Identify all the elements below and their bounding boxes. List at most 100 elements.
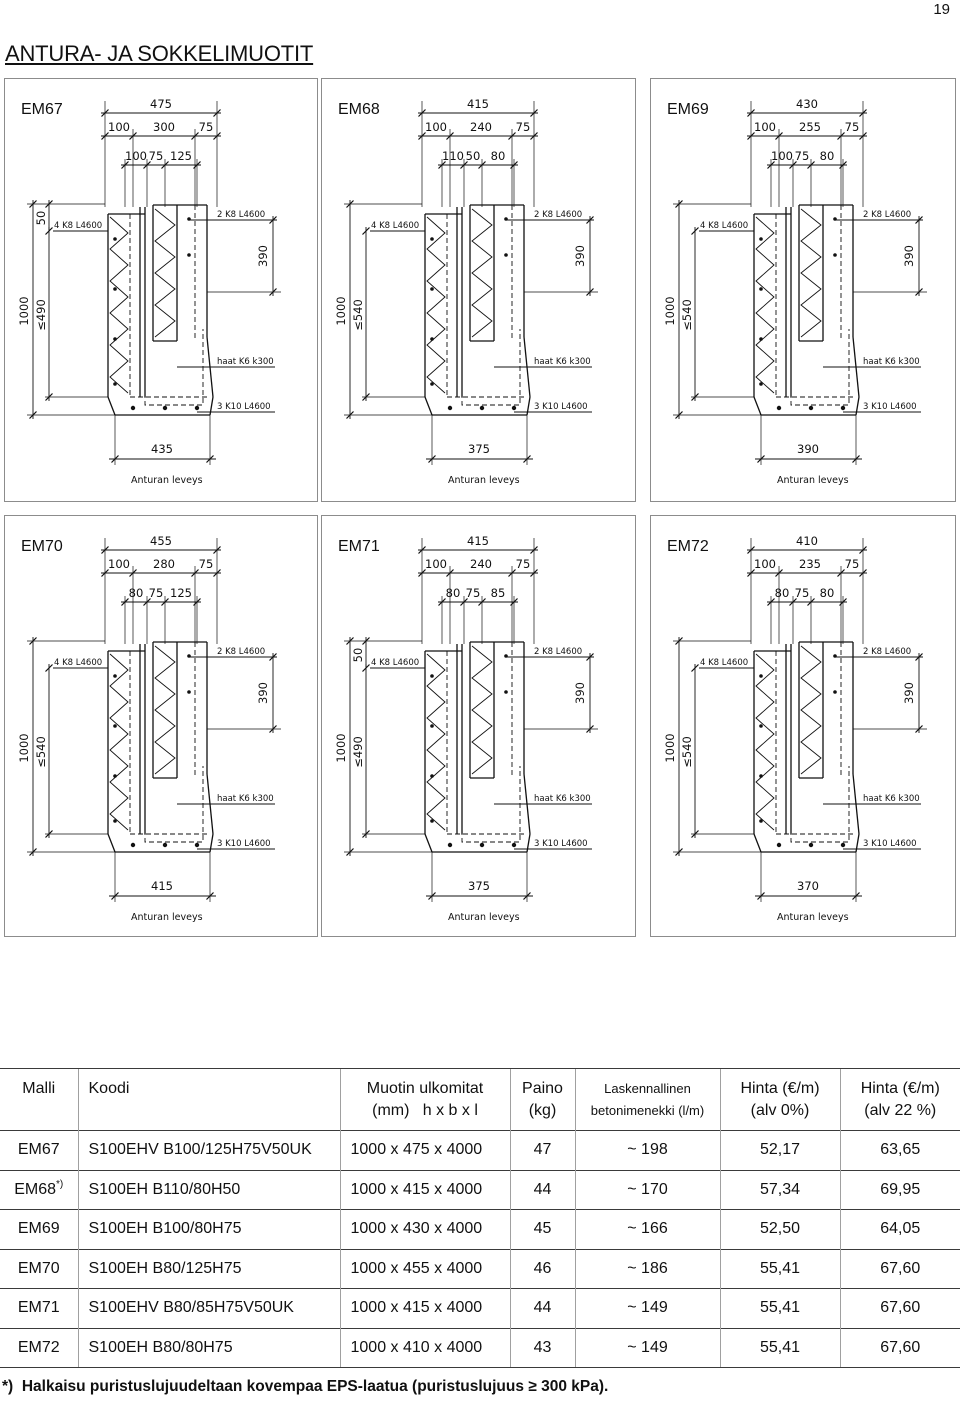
chain-dimension-label: 100 (125, 149, 147, 163)
cell-weight: 43 (509, 1327, 575, 1368)
cell-code: S100EHV B100/125H75V50UK (77, 1130, 340, 1170)
rebar-dot (430, 674, 434, 678)
dimension-label: 390 (256, 682, 270, 704)
rebar-dot (479, 842, 485, 848)
rebar-dot (130, 405, 136, 411)
chain-dimension-label: 100 (754, 557, 776, 571)
rebar-dot (113, 674, 117, 678)
rebar-label: 4 K8 L4600 (371, 221, 419, 231)
footing-width-label: 370 (797, 879, 819, 893)
chain-dimension-label: 75 (795, 586, 810, 600)
rebar-label: 3 K10 L4600 (863, 839, 917, 849)
cell-weight: 46 (509, 1248, 575, 1289)
footing-label: Anturan leveys (448, 475, 520, 486)
cell-model: EM67 (0, 1130, 78, 1170)
rebar-label: 4 K8 L4600 (700, 221, 748, 231)
model-code: EM68 (14, 1180, 57, 1198)
dimension-tick (269, 653, 277, 661)
chain-dimension-label: 240 (470, 557, 492, 571)
rebar-dot (430, 337, 434, 341)
dimension-tick (269, 216, 277, 224)
footing-left-slope (753, 833, 762, 853)
footing-width-label: 375 (468, 879, 490, 893)
rebar-label: 4 K8 L4600 (700, 658, 748, 668)
cell-price-inc-vat: 67,60 (839, 1248, 960, 1289)
rebar-dot (130, 842, 136, 848)
truss-zigzag-right (154, 208, 176, 338)
rebar-dot (113, 724, 117, 728)
header-laskennallinen: Laskennallinen betonimenekki (l/m) (574, 1068, 720, 1131)
chain-dimension-label: 75 (845, 120, 860, 134)
rebar-label: 2 K8 L4600 (217, 647, 265, 657)
rebar-label: 3 K10 L4600 (217, 402, 271, 412)
truss-zigzag-right (154, 645, 176, 775)
dimension-label: 50 (34, 211, 48, 226)
dimension-label: 390 (573, 682, 587, 704)
rebar-label: haat K6 k300 (217, 794, 274, 804)
chain-dimension-label: 75 (199, 120, 214, 134)
chain-dimension-label: 80 (129, 586, 144, 600)
rebar-label: 2 K8 L4600 (217, 210, 265, 220)
cell-weight: 44 (509, 1288, 575, 1328)
header-koodi: Koodi (77, 1068, 340, 1131)
dimension-label: 1000 (663, 733, 677, 762)
rebar-dot (430, 382, 434, 386)
rebar-label: 3 K10 L4600 (534, 402, 588, 412)
cell-model: EM71 (0, 1288, 78, 1328)
dimension-tick (852, 892, 860, 900)
rebar-dot (759, 382, 763, 386)
chain-dimension-label: 100 (771, 149, 793, 163)
cell-concrete: ~ 198 (574, 1130, 720, 1170)
chain-dimension-label: 75 (845, 557, 860, 571)
page-title: ANTURA- JA SOKKELIMUOTIT (5, 41, 314, 66)
rebar-dot (759, 774, 763, 778)
rebar-label: 3 K10 L4600 (217, 839, 271, 849)
dimension-label: 390 (902, 245, 916, 267)
table-row: EM71 S100EHV B80/85H75V50UK 1000 x 415 x… (0, 1288, 960, 1328)
chain-dimension-label: 280 (153, 557, 175, 571)
footing-width-label: 435 (151, 442, 173, 456)
chain-dimension-label: 100 (108, 120, 130, 134)
truss-zigzag-right (471, 645, 493, 775)
dimension-label: 50 (351, 648, 365, 663)
chain-dimension-label: 75 (199, 557, 214, 571)
rebar-dot (776, 405, 782, 411)
dimension-tick (586, 216, 594, 224)
rebar-dot (430, 287, 434, 291)
dimension-label: 390 (902, 682, 916, 704)
chain-dimension-label: 300 (153, 120, 175, 134)
dimension-label: ≤540 (680, 299, 694, 331)
rebar-dot (430, 774, 434, 778)
chain-dimension-label: 100 (754, 120, 776, 134)
model-label: EM68 (338, 101, 380, 118)
footing-label: Anturan leveys (777, 912, 849, 923)
header-hinta-alv0: Hinta (€/m) (alv 0%) (719, 1068, 840, 1131)
cell-model: EM70 (0, 1248, 78, 1289)
dimension-tick (859, 132, 867, 140)
cell-price-ex-vat: 52,50 (719, 1209, 840, 1249)
model-label: EM70 (21, 538, 63, 555)
dimension-tick (45, 664, 53, 672)
dimension-tick (213, 132, 221, 140)
table-row: EM70 S100EH B80/125H75 1000 x 455 x 4000… (0, 1248, 960, 1289)
dimension-label: 1000 (17, 296, 31, 325)
truss-zigzag-left (109, 653, 129, 831)
dimension-tick (747, 569, 755, 577)
rebar-dot (833, 690, 837, 694)
footing-label: Anturan leveys (131, 912, 203, 923)
cell-code: S100EH B100/80H75 (77, 1209, 340, 1249)
header-paino: Paino (kg) (509, 1068, 575, 1131)
dimension-label: 390 (256, 245, 270, 267)
footing-width-label: 375 (468, 442, 490, 456)
cell-price-ex-vat: 55,41 (719, 1248, 840, 1289)
rebar-label: 2 K8 L4600 (863, 647, 911, 657)
footnote-text: Halkaisu puristuslujuudeltaan kovempaa E… (21, 1378, 609, 1395)
chain-dimension-label: 110 (442, 149, 464, 163)
chain-dimension-label: 80 (446, 586, 461, 600)
cell-code: S100EH B80/80H75 (77, 1327, 340, 1368)
chain-dimension-label: 75 (516, 120, 531, 134)
